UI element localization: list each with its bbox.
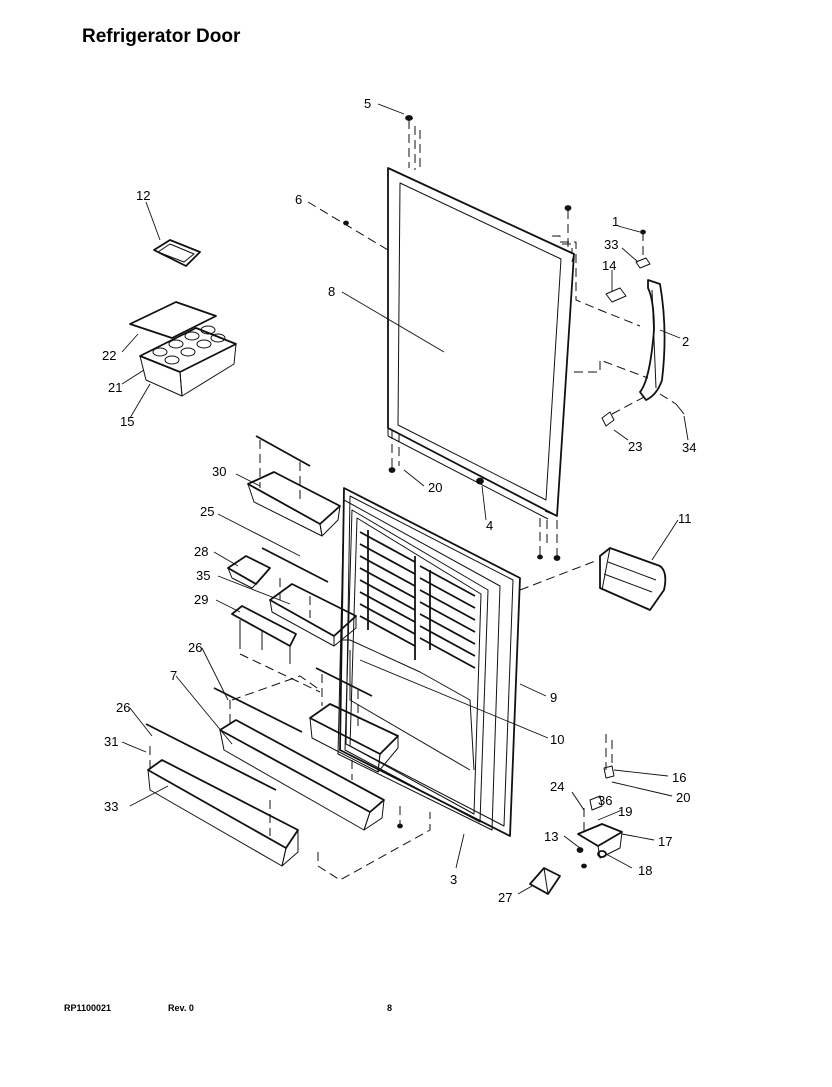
callout-28: 28 — [194, 544, 208, 559]
callout-7: 7 — [170, 668, 177, 683]
footer-revision: Rev. 0 — [168, 1003, 194, 1013]
callout-8: 8 — [328, 284, 335, 299]
footer-page-number: 8 — [387, 1003, 393, 1013]
callout-leaders — [121, 103, 689, 895]
callout-13: 13 — [544, 829, 558, 844]
door-bins-lower — [145, 667, 431, 881]
callout-20-upper: 20 — [428, 480, 442, 495]
callout-17: 17 — [658, 834, 672, 849]
callout-9: 9 — [550, 690, 557, 705]
door-bottom-screws — [388, 430, 561, 561]
callout-14: 14 — [602, 258, 616, 273]
callout-labels: 5 12 6 1 33 14 8 2 22 21 15 23 34 30 20 … — [102, 96, 696, 905]
callout-4: 4 — [486, 518, 493, 533]
callout-15: 15 — [120, 414, 134, 429]
callout-20-lower: 20 — [676, 790, 690, 805]
callout-24: 24 — [550, 779, 564, 794]
door-bins-middle — [227, 547, 357, 693]
callout-12: 12 — [136, 188, 150, 203]
footer-part-number: RP1100021 — [64, 1003, 112, 1013]
callout-18: 18 — [638, 863, 652, 878]
callout-25: 25 — [200, 504, 214, 519]
outer-door-panel — [387, 167, 575, 520]
lower-hinge-assembly — [529, 734, 623, 895]
callout-26-upper: 26 — [188, 640, 202, 655]
callout-36: 36 — [598, 793, 612, 808]
top-hinge-screws — [405, 115, 572, 252]
callout-34: 34 — [682, 440, 696, 455]
door-handle-assembly — [552, 229, 685, 427]
callout-16: 16 — [672, 770, 686, 785]
callout-5: 5 — [364, 96, 371, 111]
callout-33-bottom: 33 — [104, 799, 118, 814]
page-title: Refrigerator Door — [82, 26, 241, 47]
callout-35: 35 — [196, 568, 210, 583]
callout-26-lower: 26 — [116, 700, 130, 715]
callout-30: 30 — [212, 464, 226, 479]
callout-3: 3 — [450, 872, 457, 887]
callout-1: 1 — [612, 214, 619, 229]
callout-33-top: 33 — [604, 237, 618, 252]
callout-10: 10 — [550, 732, 564, 747]
inner-door-liner — [337, 487, 521, 837]
callout-23: 23 — [628, 439, 642, 454]
callout-29: 29 — [194, 592, 208, 607]
callout-6: 6 — [295, 192, 302, 207]
door-shelf-30 — [247, 435, 341, 537]
callout-11: 11 — [678, 511, 692, 526]
callout-19: 19 — [618, 804, 632, 819]
callout-22: 22 — [102, 348, 116, 363]
callout-21: 21 — [108, 380, 122, 395]
callout-27: 27 — [498, 890, 512, 905]
dispenser-cover — [519, 547, 667, 611]
callout-2: 2 — [682, 334, 689, 349]
ice-tray-assembly — [129, 239, 237, 397]
callout-31: 31 — [104, 734, 118, 749]
